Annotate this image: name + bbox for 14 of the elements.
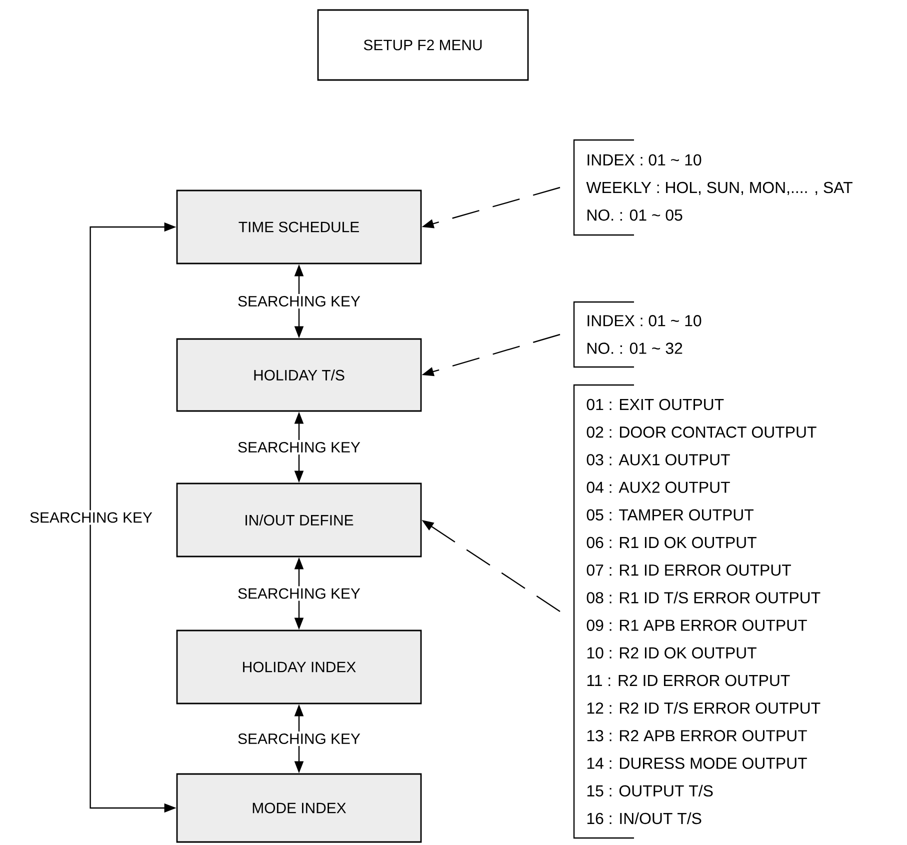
menu-box: IN/OUT DEFINE [176,482,422,558]
bracket-note: 01 : EXIT OUTPUT 02 : DOOR CONTACT OUTPUT 03 : AUX1 OUTPUT 04 : AUX2 OUTPUT 05 : TAMPER OUTPUT 06 : R1 ID OK OUTPUT 07 : R1 ID ERROR OUTPUT 08 : R1 ID T/S ERROR OUTPUT 09 : R1 APB ERROR OUTPUT 10 : R2 ID OK OUTPUT 11 : R2 ID ERROR OUTPUT 12 : R2 ID T/S ERROR OUTPUT 13 : R2 APB ERROR OUTPUT 14 : DURESS MODE OUTPUT 15 : OUTPUT T/S 16 : IN/OUT T/S [573,384,820,839]
bracket-note: INDEX : 01 ~ 10 WEEKLY : HOL, SUN, MON,.... , SAT NO. : 01 ~ 05 [573,139,852,236]
edge-label: SEARCHING KEY [236,586,362,601]
menu-box: MODE INDEX [176,773,422,843]
edge-label: SEARCHING KEY [28,510,154,525]
bracket-note: INDEX : 01 ~ 10 NO. : 01 ~ 32 [573,301,702,368]
menu-box: TIME SCHEDULE [176,190,422,264]
menu-box: HOLIDAY INDEX [176,630,422,704]
edge-label: SEARCHING KEY [236,294,362,309]
title-box: SETUP F2 MENU [317,9,529,81]
edge-label: SEARCHING KEY [236,731,362,746]
edge-label: SEARCHING KEY [236,440,362,455]
menu-box: HOLIDAY T/S [176,338,422,412]
